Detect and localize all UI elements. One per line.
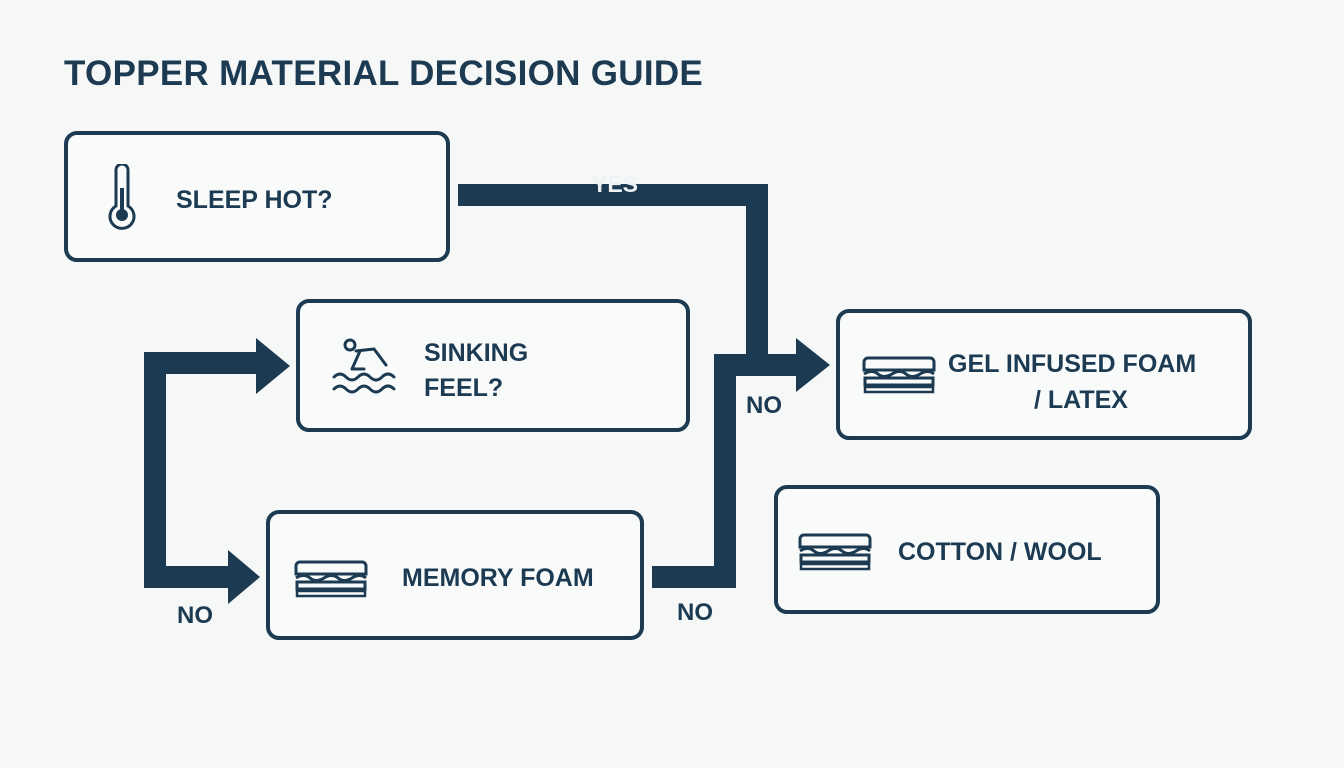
no-label-right: NO — [746, 392, 782, 419]
no-label-left: NO — [177, 602, 213, 629]
sinking-feel-node: SINKING FEEL? — [296, 299, 690, 432]
no-connector-vertical — [714, 354, 736, 588]
mattress-icon — [798, 533, 872, 571]
mattress-icon — [862, 356, 936, 394]
cotton-wool-node: COTTON / WOOL — [774, 485, 1160, 614]
left-loop-bottom — [144, 566, 238, 588]
mattress-icon — [294, 560, 368, 598]
sinking-feel-label-line2: FEEL? — [424, 374, 504, 402]
thermometer-icon — [108, 164, 136, 230]
memory-foam-label: MEMORY FOAM — [402, 564, 594, 592]
swimmer-icon — [332, 338, 396, 394]
gel-latex-node: GEL INFUSED FOAM / LATEX — [836, 309, 1252, 440]
sinking-feel-label-line1: SINKING — [424, 339, 529, 367]
cotton-wool-label: COTTON / WOOL — [898, 538, 1102, 566]
left-loop-vertical — [144, 352, 166, 588]
no-label-middle: NO — [677, 599, 713, 626]
arrow-to-sinking — [256, 338, 290, 394]
yes-connector-vertical — [746, 184, 768, 364]
sleep-hot-label: SLEEP HOT? — [176, 186, 333, 214]
page-title: TOPPER MATERIAL DECISION GUIDE — [64, 54, 704, 93]
yes-connector-horizontal — [458, 184, 768, 206]
arrow-to-gel — [796, 338, 830, 392]
arrow-to-memory — [228, 550, 260, 604]
gel-latex-label-line1: GEL INFUSED FOAM — [948, 350, 1197, 378]
no-connector-horizontal-top — [714, 354, 804, 376]
gel-latex-label-line2: / LATEX — [1034, 386, 1128, 414]
sleep-hot-node: SLEEP HOT? — [64, 131, 450, 262]
yes-label: YES — [592, 171, 639, 197]
left-loop-top — [144, 352, 264, 374]
memory-foam-node: MEMORY FOAM — [266, 510, 644, 640]
